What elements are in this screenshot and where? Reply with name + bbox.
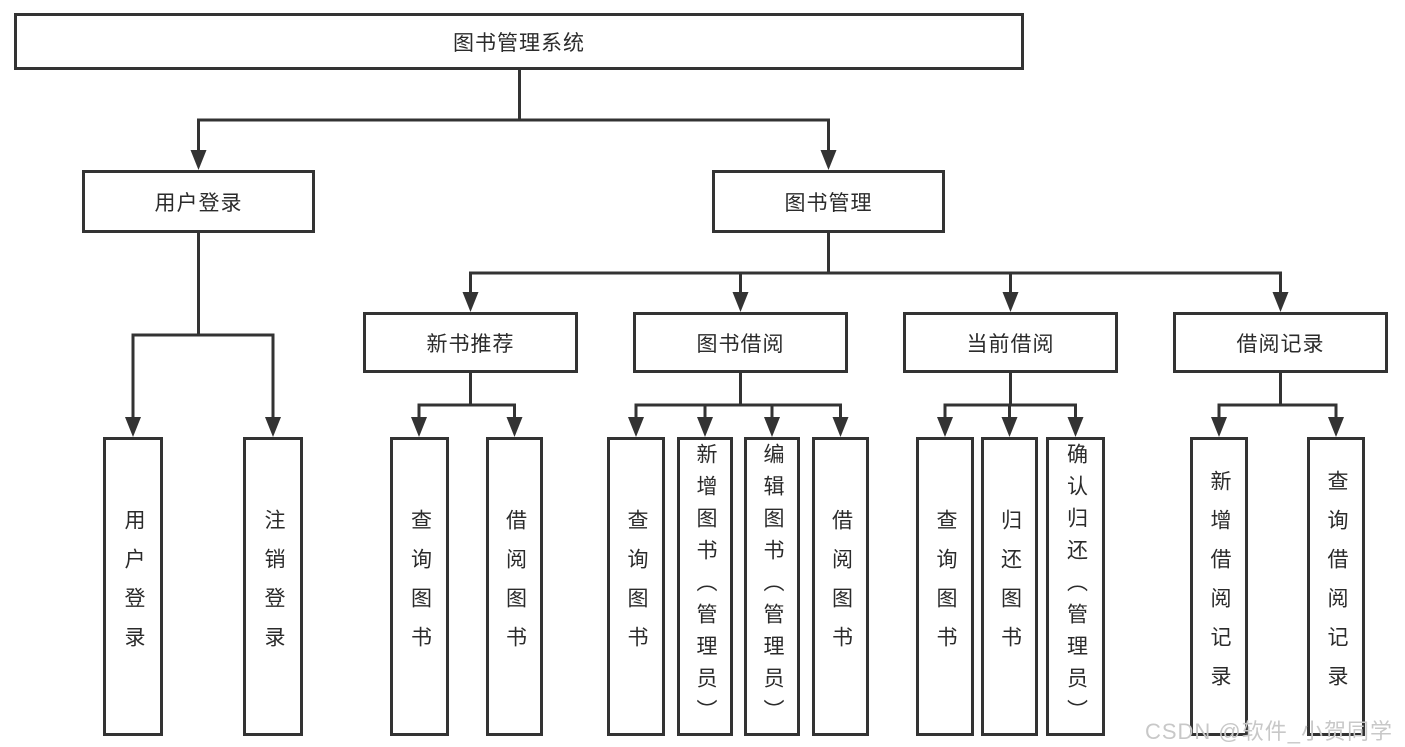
leaf-recommend-borrow-books: 借阅图书 <box>486 437 543 736</box>
leaf-records-query-record: 查询借阅记录 <box>1307 437 1365 736</box>
leaf-user-login: 用户登录 <box>103 437 163 736</box>
node-root: 图书管理系统 <box>14 13 1024 70</box>
leaf-recommend-query-books: 查询图书 <box>390 437 449 736</box>
watermark: CSDN @软件_小贺同学 <box>1144 719 1393 744</box>
node-current-borrowing: 当前借阅 <box>903 312 1118 373</box>
leaf-current-confirm-return-admin: 确认归还（管理员） <box>1046 437 1105 736</box>
node-book-management: 图书管理 <box>712 170 945 233</box>
node-user-login: 用户登录 <box>82 170 315 233</box>
node-new-book-recommendation: 新书推荐 <box>363 312 578 373</box>
node-book-borrowing: 图书借阅 <box>633 312 848 373</box>
leaf-current-return-books: 归还图书 <box>981 437 1038 736</box>
leaf-records-add-record: 新增借阅记录 <box>1190 437 1248 736</box>
node-borrowing-records: 借阅记录 <box>1173 312 1388 373</box>
leaf-borrowing-edit-books-admin: 编辑图书（管理员） <box>744 437 800 736</box>
leaf-current-query-books: 查询图书 <box>916 437 974 736</box>
leaf-borrowing-borrow-books: 借阅图书 <box>812 437 869 736</box>
leaf-logout: 注销登录 <box>243 437 303 736</box>
leaf-borrowing-query-books: 查询图书 <box>607 437 665 736</box>
leaf-borrowing-add-books-admin: 新增图书（管理员） <box>677 437 733 736</box>
